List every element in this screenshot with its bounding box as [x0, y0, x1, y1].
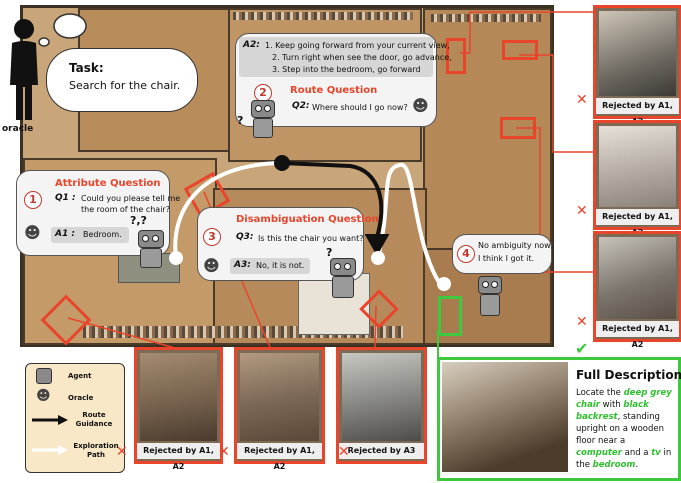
oracle-icon: ☻: [412, 96, 429, 115]
target-marker: [438, 296, 462, 336]
candidate-photo: [599, 126, 676, 207]
legend-explore-label-2: Path: [87, 451, 105, 459]
reject-x-icon: ✕: [116, 444, 128, 460]
agent-robot: ?,?: [130, 214, 166, 270]
route-question-title: Route Question: [290, 85, 378, 96]
route-answer-line-3: 3. Step into the bedroom, go forward: [272, 65, 421, 74]
reject-x-icon: ✕: [576, 92, 588, 108]
furniture-strip: [233, 12, 413, 20]
right-candidate-1: Rejected by A1, A2: [593, 5, 681, 126]
highlight-chair: deep grey chair: [576, 388, 672, 410]
step-number-1: 1: [24, 191, 42, 209]
attribute-question-title: Attribute Question: [55, 178, 161, 189]
task-cloud: Task: Search for the chair.: [46, 48, 198, 112]
bottom-candidate-2: Rejected by A1, A2: [234, 347, 325, 471]
attribute-answer-text: Bedroom.: [83, 230, 122, 239]
legend-explore-label-1: Exploration: [73, 442, 119, 450]
path-nodes: [169, 155, 451, 291]
bottom-candidate-1: Rejected by A1, A2: [134, 347, 223, 471]
reject-x-icon: ✕: [338, 444, 350, 460]
route-guidance: [281, 161, 390, 257]
candidate-marker: [502, 40, 538, 60]
candidate-marker: [446, 38, 466, 74]
attribute-question-text-2: the room of the chair?: [81, 205, 170, 214]
highlight-tv: tv: [651, 448, 661, 458]
attribute-answer-label: A1 :: [55, 229, 75, 239]
reject-x-icon: ✕: [218, 444, 230, 460]
route-answer-label: A2:: [243, 40, 260, 50]
disambiguation-question-text: Is this the chair you want?: [258, 234, 364, 243]
attribute-question-label: Q1 :: [55, 193, 76, 203]
disambiguation-answer-text: No, it is not.: [256, 261, 305, 270]
room-right: [423, 8, 552, 252]
disambiguation-answer-bar: A3: No, it is not.: [230, 258, 310, 274]
candidate-photo: [342, 353, 421, 441]
reject-x-icon: ✕: [576, 314, 588, 330]
rejected-label: Rejected by A1, A2: [237, 443, 322, 471]
target-photo: [442, 362, 568, 472]
route-guidance-legend-icon: [32, 415, 68, 425]
check-icon: ✔: [575, 339, 589, 358]
thought-cloud-small: [38, 13, 87, 47]
bottom-candidate-3: Rejected by A3: [336, 347, 427, 464]
candidate-photo: [599, 11, 676, 96]
legend-route-label-1: Route: [82, 411, 106, 419]
attribute-question-bubble: 1 Attribute Question Q1 : Could you plea…: [16, 170, 180, 256]
final-step-text-1: No ambiguity now,: [478, 241, 554, 250]
oracle-label: oracle: [2, 124, 34, 134]
rejected-label: Rejected by A1, A2: [596, 98, 679, 126]
task-text: Search for the chair.: [69, 79, 181, 92]
rejected-label: Rejected by A1, A2: [137, 443, 220, 471]
candidate-photo: [599, 237, 676, 319]
agent-robot: ?: [237, 100, 277, 146]
route-question-bubble: A2: 1. Keep going forward from your curr…: [235, 33, 452, 127]
agent-legend-icon: [36, 368, 52, 384]
highlight-bedroom: bedroom: [592, 460, 636, 470]
exploration-path-legend-icon: [32, 445, 68, 455]
step-number-3: 3: [203, 228, 221, 246]
agent-robot: ?: [322, 246, 356, 302]
furniture-strip: [431, 14, 541, 22]
candidate-photo: [240, 353, 319, 441]
attribute-answer-bar: A1 : Bedroom.: [51, 227, 129, 243]
question-mark-icon: ?: [326, 246, 333, 259]
route-answer-bar: A2: 1. Keep going forward from your curr…: [239, 37, 452, 77]
route-answer-line-1: 1. Keep going forward from your current …: [265, 41, 450, 50]
disambiguation-answer-label: A3:: [234, 260, 251, 270]
highlight-backrest: black backrest: [576, 400, 649, 422]
step-number-4: 4: [457, 245, 475, 263]
full-description-title: Full Description: [576, 368, 681, 382]
route-answer-line-2: 2. Turn right when see the door, go adva…: [272, 53, 452, 62]
legend-agent-label: Agent: [68, 372, 92, 380]
question-mark-icon: ?,?: [130, 214, 147, 227]
disambiguation-question-title: Disambiguation Question: [236, 214, 379, 225]
agent-robot: [472, 276, 504, 322]
full-description-panel: Full Description Locate the deep grey ch…: [437, 357, 681, 481]
route-question-text: Where should I go now?: [312, 103, 408, 112]
rejected-label: Rejected by A1, A2: [596, 321, 679, 349]
exploration-path: [173, 161, 442, 286]
attribute-question-text-1: Could you please tell me: [81, 194, 181, 203]
oracle-icon: ☻: [203, 256, 220, 275]
right-candidate-2: Rejected by A1, A2: [593, 120, 681, 237]
oracle-figure: [10, 19, 38, 120]
legend: Agent ☻ Oracle Route Guidance Exploratio…: [25, 363, 125, 473]
disambiguation-question-label: Q3:: [236, 232, 254, 242]
legend-route-label-2: Guidance: [75, 420, 113, 428]
rejected-label: Rejected by A3: [339, 443, 424, 459]
rejected-label: Rejected by A1, A2: [596, 209, 679, 237]
reject-x-icon: ✕: [576, 203, 588, 219]
right-candidate-3: Rejected by A1, A2: [593, 231, 681, 349]
candidate-photo: [140, 353, 217, 441]
task-title: Task:: [69, 61, 104, 75]
full-description-text: Locate the deep grey chair with black ba…: [576, 388, 672, 470]
legend-oracle-label: Oracle: [68, 394, 94, 402]
oracle-icon: ☻: [24, 223, 41, 242]
question-mark-icon: ?: [237, 114, 244, 127]
final-step-text-2: I think I got it.: [478, 254, 535, 263]
highlight-computer: computer: [576, 448, 622, 458]
final-step-bubble: 4 No ambiguity now, I think I got it.: [452, 234, 554, 274]
oracle-legend-icon: ☻: [36, 388, 51, 404]
route-question-label: Q2:: [292, 101, 310, 111]
